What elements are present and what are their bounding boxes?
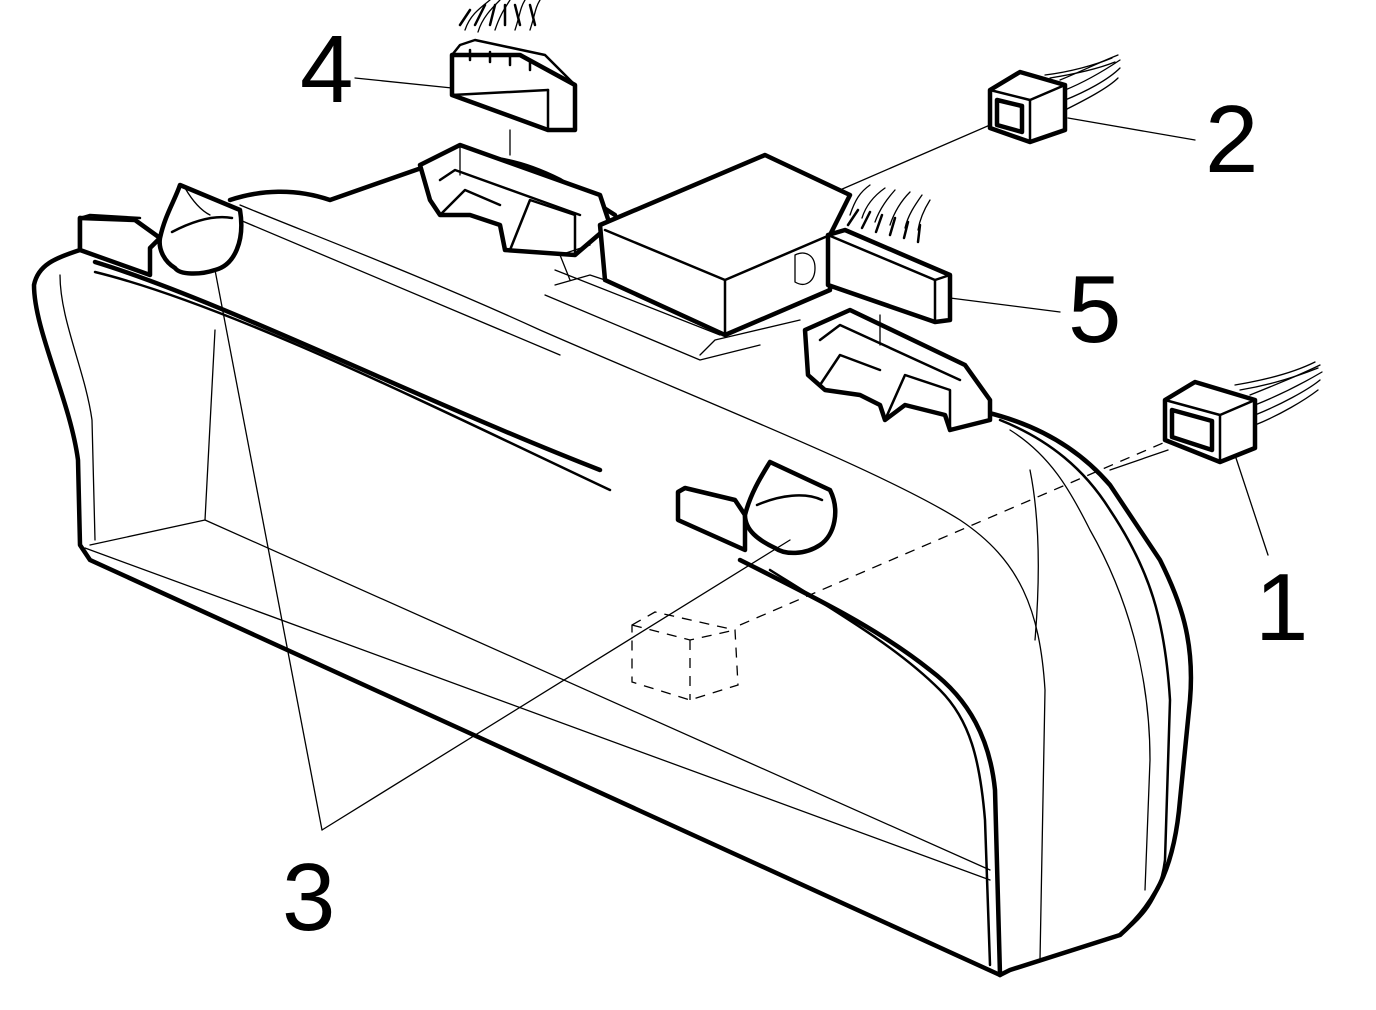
connector-4 (449, 0, 578, 156)
callout-4: 4 (300, 16, 353, 123)
connector-1 (1162, 361, 1323, 465)
rear-socket-left (417, 142, 613, 258)
callout-2: 2 (1205, 86, 1258, 193)
connector-5 (825, 184, 953, 346)
connector-2 (987, 54, 1121, 145)
center-mounting-clip (675, 459, 838, 556)
left-mounting-clip (77, 182, 244, 278)
rear-socket-right (802, 307, 993, 433)
cluster-housing (31, 155, 1194, 978)
leader-lines (214, 77, 1269, 831)
callout-labels: 4 2 5 1 3 (282, 16, 1308, 951)
callout-1: 1 (1255, 554, 1308, 661)
callout-3: 3 (282, 844, 335, 951)
hidden-bulb-holder (631, 439, 1171, 701)
callout-5: 5 (1068, 256, 1121, 363)
